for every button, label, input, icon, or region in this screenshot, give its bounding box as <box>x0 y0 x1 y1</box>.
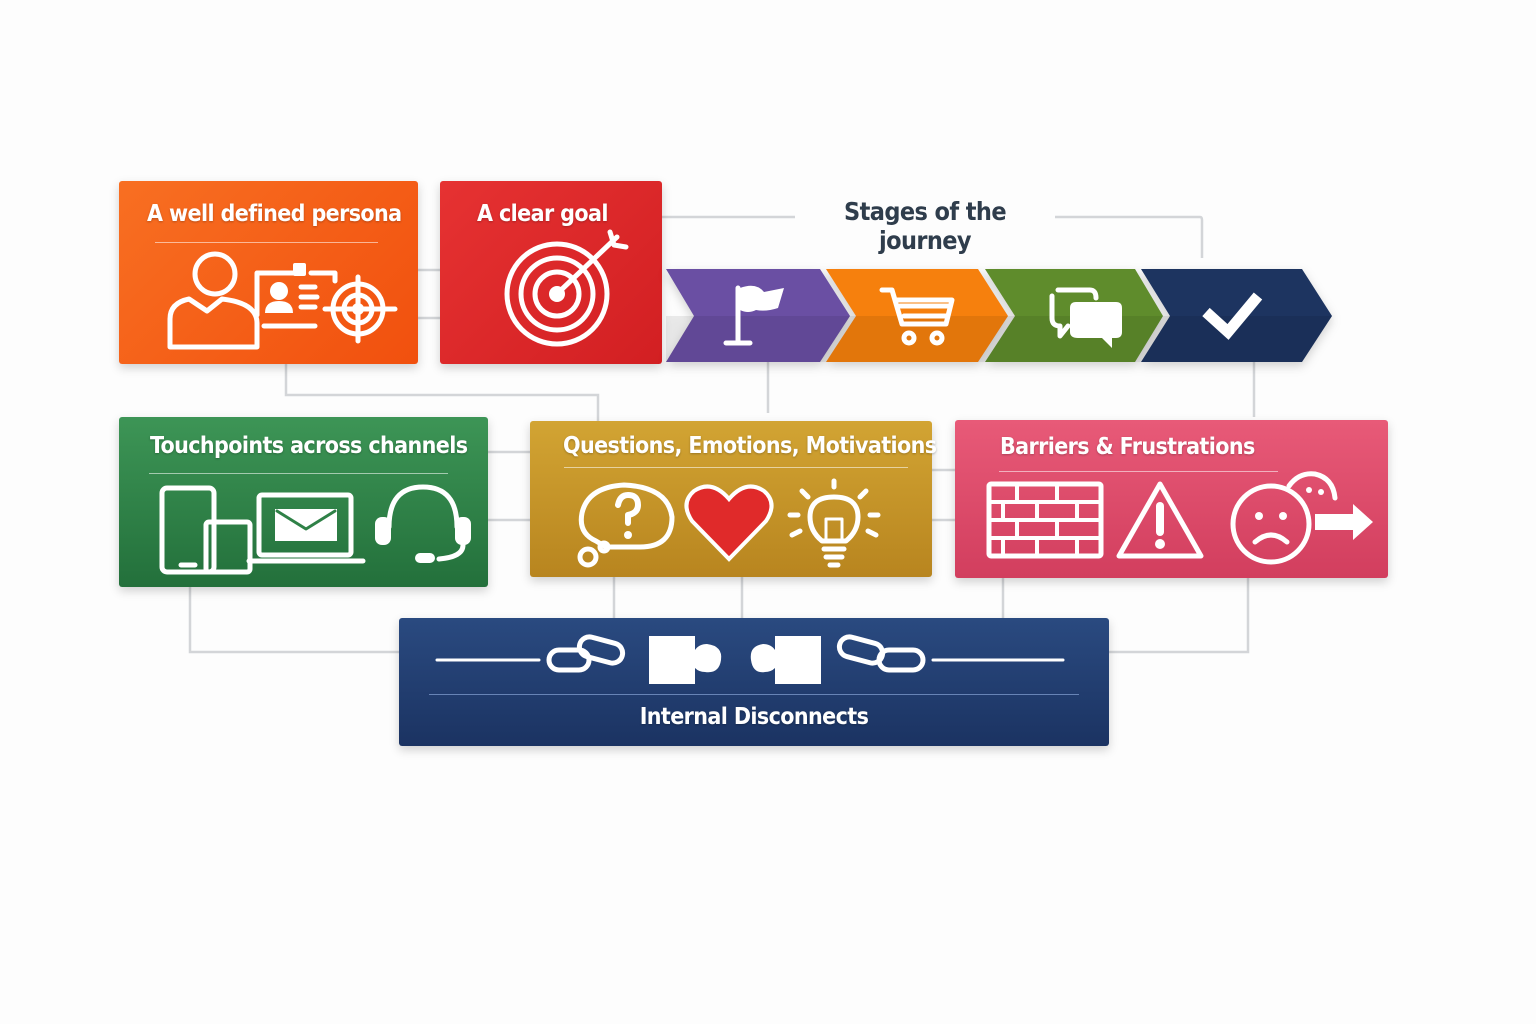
heart-icon <box>684 484 774 562</box>
chat-bubbles-icon <box>1049 287 1122 348</box>
shopping-cart-icon <box>879 287 955 346</box>
checkmark-icon <box>1202 292 1263 340</box>
barriers-title: Barriers & Frustrations <box>1000 434 1255 460</box>
goal-title: A clear goal <box>477 201 608 227</box>
lightbulb-icon <box>787 478 881 568</box>
barriers-card: Barriers & Frustrations <box>955 420 1388 578</box>
persona-profile-target-icon <box>167 251 398 350</box>
stage-1-chevron[interactable] <box>666 269 850 362</box>
question-bubble-icon <box>577 482 675 568</box>
devices-icon <box>159 485 366 575</box>
persona-card: A well defined persona <box>119 181 418 364</box>
goal-card: A clear goal <box>440 181 662 364</box>
qem-title: Questions, Emotions, Motivations <box>563 433 937 459</box>
persona-title: A well defined persona <box>147 201 402 227</box>
touchpoints-title: Touchpoints across channels <box>150 433 468 459</box>
journey-stages <box>660 269 1340 366</box>
internal-disconnects-card: Internal Disconnects <box>399 618 1109 746</box>
qem-card: Questions, Emotions, Motivations <box>530 421 937 577</box>
stages-title: Stages of the journey <box>844 197 1007 255</box>
touchpoints-card: Touchpoints across channels <box>119 417 488 587</box>
frustrated-face-icon <box>1230 471 1373 565</box>
flag-icon <box>723 285 784 346</box>
target-arrow-icon <box>504 229 629 347</box>
headset-icon <box>375 484 471 563</box>
internal-disconnects-title: Internal Disconnects <box>639 704 869 730</box>
brick-wall-icon <box>986 481 1104 559</box>
warning-icon <box>1116 481 1204 559</box>
broken-chain-puzzle-icon <box>435 634 1065 684</box>
